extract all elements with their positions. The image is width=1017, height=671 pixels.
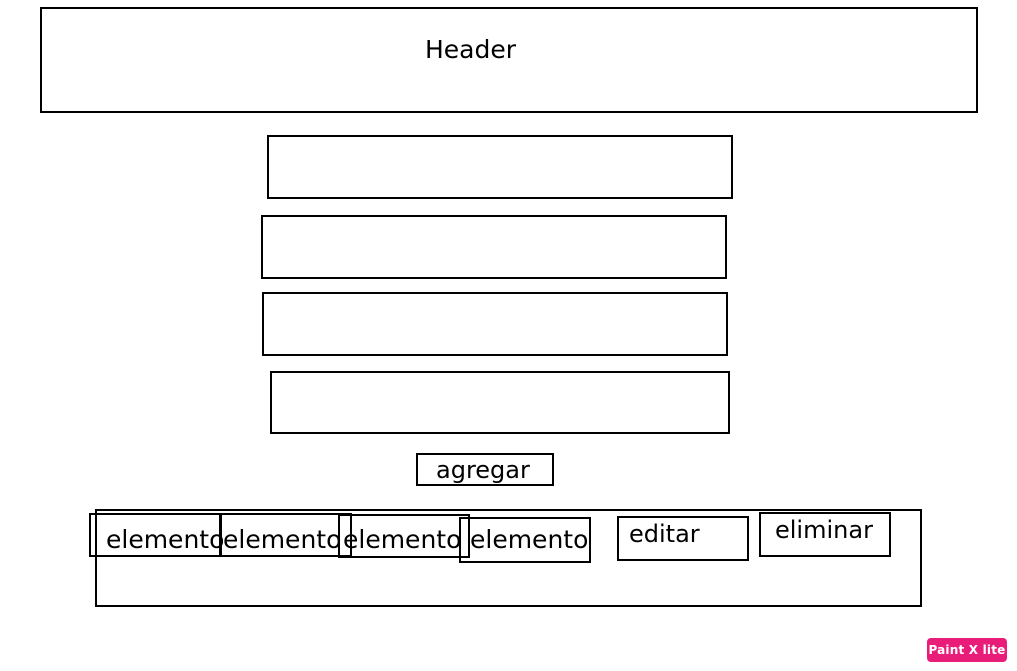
- form-field-1[interactable]: [267, 135, 733, 199]
- delete-button-label: eliminar: [775, 516, 873, 544]
- edit-button[interactable]: [617, 516, 749, 561]
- header-title: Header: [425, 35, 517, 64]
- list-row: [95, 509, 922, 607]
- list-item-1-label: elemento: [106, 525, 225, 554]
- add-button-label: agregar: [436, 456, 530, 484]
- list-item-4-label: elemento: [470, 525, 589, 554]
- form-field-4[interactable]: [270, 371, 730, 434]
- delete-button[interactable]: [759, 512, 891, 557]
- list-item-3-label: elemento: [343, 525, 462, 554]
- header-box: [40, 7, 978, 113]
- add-button[interactable]: [416, 453, 554, 486]
- list-item-2-label: elemento: [223, 525, 342, 554]
- list-item-4[interactable]: [459, 517, 591, 563]
- list-item-2[interactable]: [220, 513, 352, 557]
- paint-x-lite-badge: Paint X lite: [927, 638, 1007, 662]
- edit-button-label: editar: [629, 520, 700, 548]
- form-field-2[interactable]: [261, 215, 727, 279]
- list-item-3[interactable]: [338, 514, 470, 558]
- form-field-3[interactable]: [262, 292, 728, 356]
